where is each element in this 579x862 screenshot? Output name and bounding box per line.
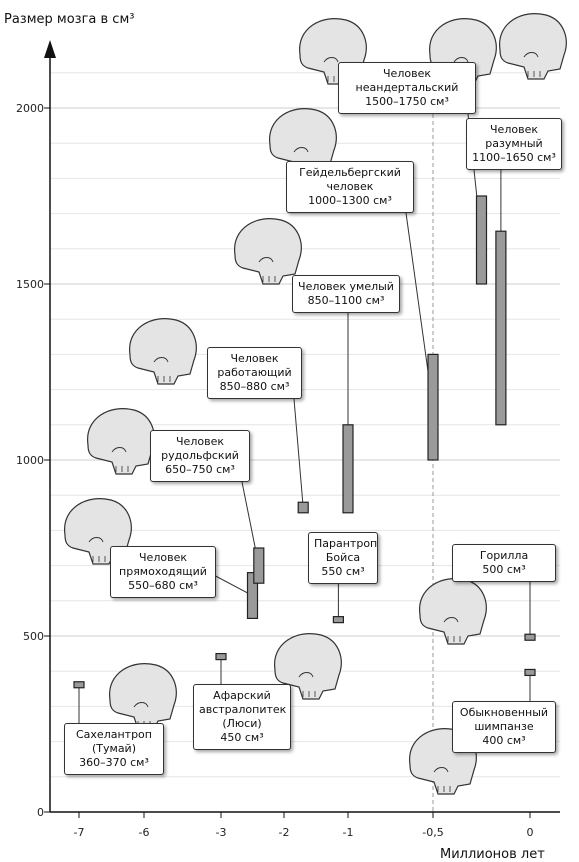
range-bars (73, 195, 536, 689)
callout-line: 500 см³ (482, 563, 526, 576)
callout-line: Гейдельбергский (299, 166, 401, 179)
callout-line: Обыкновенный (459, 706, 549, 719)
x-tick-label: 0 (527, 826, 534, 839)
skull-icon-afarensis (109, 663, 177, 730)
callout-line: 1000–1300 см³ (308, 194, 392, 207)
skull-icon-boisei (274, 633, 342, 700)
callout-line: (Люси) (222, 717, 262, 730)
x-tick-label: -2 (279, 826, 290, 839)
skull-icon-rudolfensis (129, 318, 197, 385)
bar-afarensis (215, 652, 227, 661)
y-axis-label: Размер мозга в см³ (4, 12, 135, 27)
bar-gorilla (524, 633, 536, 641)
callout-line: 450 см³ (220, 731, 264, 744)
skull-icon-habilis (234, 218, 302, 285)
callout-line: 550–680 см³ (128, 579, 198, 592)
callout-line: Парантроп (314, 537, 378, 550)
callout-line: прямоходящий (119, 565, 207, 578)
callout-line: Человек (139, 551, 187, 564)
bar-skillful (342, 424, 354, 514)
bar-neanderthal (475, 195, 488, 285)
x-tick-label: -7 (74, 826, 85, 839)
bar-sapiens (495, 230, 507, 426)
bar-chimpanzee (524, 668, 536, 677)
x-tick-label: -0,5 (422, 826, 443, 839)
bar-rudolfensis (253, 547, 265, 584)
callout-line: австралопитек (199, 703, 287, 716)
tick-labels: 0 500 1000 1500 2000 -7 -6 -3 -2 -1 -0,5 0 (16, 102, 534, 839)
callout-line: 1100–1650 см³ (472, 151, 556, 164)
callout-line: Сахелантроп (76, 728, 152, 741)
bar-boisei (332, 616, 344, 624)
y-tick-label: 1000 (16, 454, 44, 467)
skull-illustrations (64, 13, 567, 795)
x-tick-label: -1 (343, 826, 354, 839)
y-tick-label: 500 (23, 630, 44, 643)
y-axis-arrow (44, 40, 56, 58)
callout-line: разумный (485, 137, 543, 150)
bar-sahelanthropus (73, 681, 85, 689)
bar-heidelbergensis (427, 353, 439, 461)
callout-line: человек (326, 180, 374, 193)
callout-line: работающий (217, 366, 292, 379)
callout-line: 1500–1750 см³ (365, 95, 449, 108)
callout-line: Человек (490, 123, 538, 136)
skull-icon-gorilla (419, 578, 487, 645)
callout-line: 850–1100 см³ (307, 294, 385, 307)
callout-line: Человек умелый (298, 280, 394, 293)
callout-line: Человек (230, 352, 279, 365)
callout-line: 400 см³ (482, 734, 526, 747)
callout-line: (Тумай) (92, 742, 136, 755)
y-tick-label: 2000 (16, 102, 44, 115)
bar-ergaster (246, 572, 259, 620)
skull-icon-sapiens (499, 13, 567, 80)
callout-line: Человек (383, 67, 431, 80)
callout-line: 550 см³ (321, 565, 365, 578)
callout-line: 360–370 см³ (79, 756, 149, 769)
callout-line: Горилла (479, 549, 529, 562)
y-tick-label: 0 (37, 806, 44, 819)
leader-habilis (293, 398, 304, 508)
callout-line: Человек (176, 435, 224, 448)
callout-sahelanthropus: Сахелантроп(Тумай)360–370 см³ (64, 723, 164, 775)
y-tick-label: 1500 (16, 278, 44, 291)
bar-habilis (297, 501, 309, 514)
x-tick-label: -6 (139, 826, 150, 839)
x-axis-label: Миллионов лет (440, 847, 545, 862)
callout-line: 850–880 см³ (219, 380, 290, 393)
callout-line: Бойса (325, 551, 361, 564)
callout-line: неандертальский (355, 81, 459, 94)
callout-line: Афарский (213, 689, 271, 702)
callout-line: 650–750 см³ (165, 463, 235, 476)
x-tick-label: -3 (216, 826, 227, 839)
callout-line: шимпанзе (474, 720, 534, 733)
callout-line: рудольфский (161, 449, 239, 462)
skull-icon-ergaster (87, 408, 155, 475)
axes (44, 40, 560, 818)
